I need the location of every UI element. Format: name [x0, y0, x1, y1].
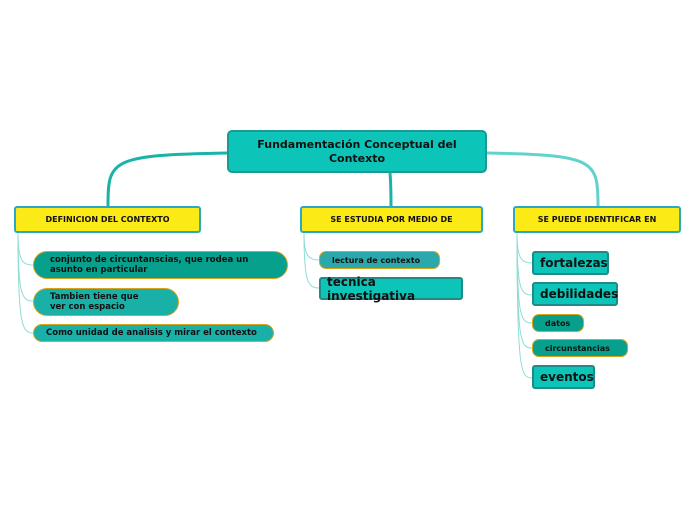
- subtopic-tambien[interactable]: Tambien tiene que ver con espacio: [33, 288, 179, 316]
- category-label: SE ESTUDIA POR MEDIO DE: [330, 215, 453, 224]
- subtopic-tecnica[interactable]: tecnica investigativa: [319, 274, 463, 303]
- subtopic-eventos[interactable]: eventos: [532, 365, 595, 389]
- subtopic-label: conjunto de circuntanscias, que rodea un…: [50, 255, 249, 275]
- category-se-puede[interactable]: SE PUEDE IDENTIFICAR EN: [513, 206, 681, 233]
- subtopic-label: lectura de contexto: [332, 255, 421, 265]
- subtopic-label: datos: [545, 318, 571, 328]
- subtopic-debilidades[interactable]: debilidades: [532, 282, 618, 306]
- category-label: SE PUEDE IDENTIFICAR EN: [537, 215, 657, 224]
- root-topic[interactable]: Fundamentación Conceptual del Contexto: [227, 130, 487, 173]
- subtopic-label: debilidades: [540, 287, 619, 301]
- subtopic-label: tecnica investigativa: [327, 274, 416, 303]
- subtopic-lectura[interactable]: lectura de contexto: [319, 251, 440, 269]
- subtopic-label: Tambien tiene que ver con espacio: [50, 292, 139, 312]
- subtopic-unidad-analisis[interactable]: Como unidad de analisis y mirar el conte…: [33, 324, 274, 342]
- subtopic-label: fortalezas: [540, 256, 608, 270]
- subtopic-conjunto[interactable]: conjunto de circuntanscias, que rodea un…: [33, 251, 288, 279]
- root-topic-label: Fundamentación Conceptual del Contexto: [257, 137, 457, 165]
- subtopic-fortalezas[interactable]: fortalezas: [532, 251, 609, 275]
- subtopic-label: eventos: [540, 370, 594, 384]
- category-label: DEFINICION DEL CONTEXTO: [45, 215, 170, 224]
- subtopic-circunstancias[interactable]: circunstancias: [532, 339, 628, 357]
- subtopic-label: Como unidad de analisis y mirar el conte…: [46, 328, 257, 338]
- subtopic-label: circunstancias: [545, 343, 610, 353]
- category-se-estudia[interactable]: SE ESTUDIA POR MEDIO DE: [300, 206, 483, 233]
- subtopic-datos[interactable]: datos: [532, 314, 584, 332]
- category-definicion[interactable]: DEFINICION DEL CONTEXTO: [14, 206, 201, 233]
